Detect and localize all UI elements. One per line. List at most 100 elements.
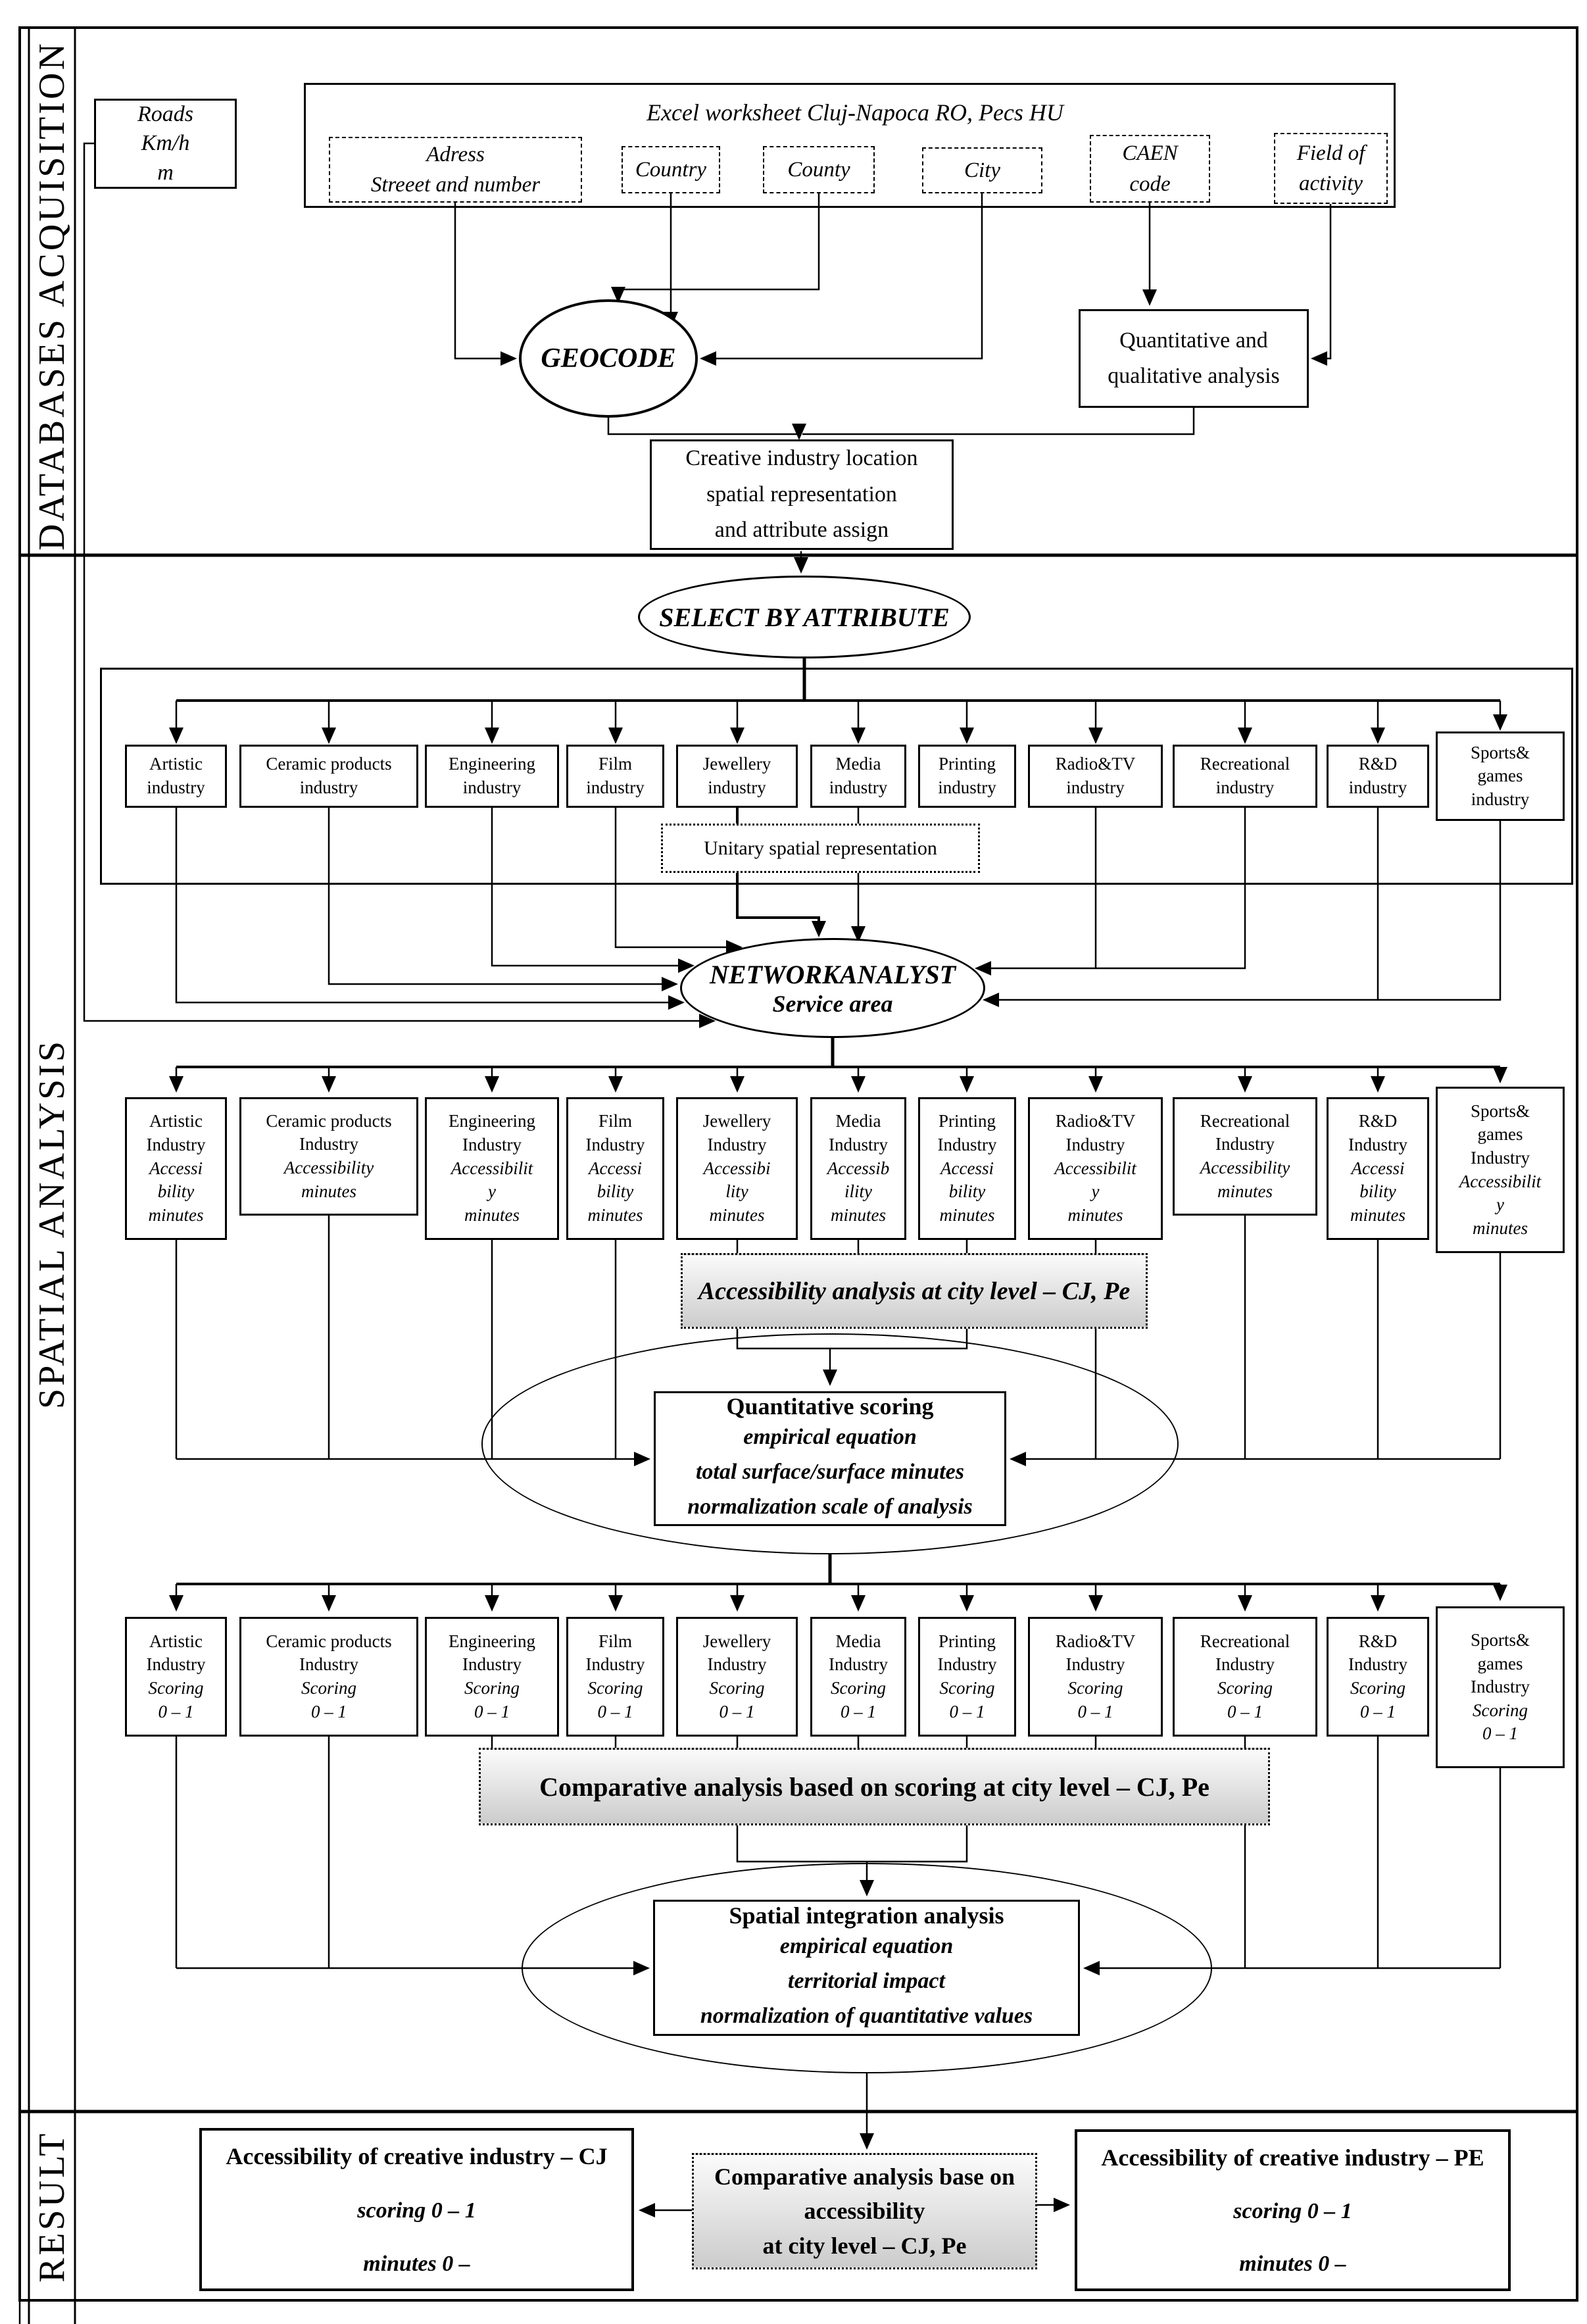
- result-pe-scoring: scoring 0 – 1: [1233, 2199, 1352, 2223]
- row3-film-sub: Scoring 0 – 1: [587, 1678, 643, 1721]
- quantitative-qualitative-box: Quantitative and qualitative analysis: [1079, 309, 1309, 408]
- row1-container: [100, 668, 1573, 885]
- result-pe-minutes: minutes 0 –: [1239, 2252, 1346, 2276]
- row2-artistic-label: Artistic Industry: [146, 1111, 206, 1155]
- row2-media-sub: Accessib ility minutes: [827, 1158, 890, 1225]
- row3-ceramic-label: Ceramic products Industry: [266, 1631, 392, 1675]
- field-caen-code: CAEN code: [1090, 135, 1210, 203]
- select-by-attribute-ellipse: SELECT BY ATTRIBUTE: [638, 576, 971, 658]
- result-pe-title: Accessibility of creative industry – PE: [1101, 2144, 1484, 2171]
- row1-ceramic: Ceramic products industry: [239, 745, 418, 808]
- row1-rd-label: R&D industry: [1348, 754, 1407, 797]
- row3-jewellery-label: Jewellery Industry: [702, 1631, 771, 1675]
- row3-radiotv-sub: Scoring 0 – 1: [1067, 1678, 1123, 1721]
- row2-artistic-sub: Accessi bility minutes: [148, 1158, 204, 1225]
- section-label-spatial-analysis: SPATIAL ANALYSIS: [32, 1038, 72, 1409]
- row3-media-sub: Scoring 0 – 1: [831, 1678, 886, 1721]
- row3-media-label: Media Industry: [829, 1631, 888, 1675]
- row2-radiotv-sub: Accessibilit y minutes: [1054, 1158, 1136, 1225]
- row2-recreational-label: Recreational Industry: [1200, 1110, 1290, 1154]
- row3-jewellery-sub: Scoring 0 – 1: [709, 1678, 765, 1721]
- row2-media-label: Media Industry: [829, 1111, 888, 1155]
- row1-printing: Printing industry: [918, 745, 1016, 808]
- row3-recreational-sub: Scoring 0 – 1: [1217, 1678, 1273, 1721]
- row3-rd-sub: Scoring 0 – 1: [1350, 1678, 1405, 1721]
- row3-rd-label: R&D Industry: [1348, 1631, 1407, 1675]
- row3-film-label: Film Industry: [585, 1631, 645, 1675]
- comparative-scoring-banner: Comparative analysis based on scoring at…: [479, 1748, 1270, 1825]
- row1-sports-label: Sports& games industry: [1470, 742, 1530, 809]
- result-cj-box: Accessibility of creative industry – CJ …: [199, 2128, 634, 2291]
- row3-ceramic-sub: Scoring 0 – 1: [301, 1678, 356, 1721]
- row2-rd-sub: Accessi bility minutes: [1350, 1158, 1405, 1225]
- network-analyst-title: NETWORKANALYST: [709, 959, 956, 989]
- creative-industry-location-box: Creative industry location spatial repre…: [650, 439, 954, 550]
- row2-engineering-sub: Accessibilit y minutes: [451, 1158, 533, 1225]
- row1-rd: R&D industry: [1327, 745, 1429, 808]
- row2-jewellery-sub: Accessibi lity minutes: [703, 1158, 771, 1225]
- accessibility-analysis-banner: Accessibility analysis at city level – C…: [681, 1253, 1148, 1329]
- network-analyst-ellipse: NETWORKANALYST Service area: [680, 938, 985, 1038]
- result-cj-minutes: minutes 0 –: [363, 2252, 470, 2276]
- row3-sports-label: Sports& games Industry: [1470, 1629, 1530, 1697]
- quantitative-scoring-box: Quantitative scoring empirical equation …: [654, 1391, 1006, 1526]
- spatial-integration-title: Spatial integration analysis: [729, 1902, 1004, 1929]
- result-comparative-banner: Comparative analysis base on accessibili…: [692, 2153, 1037, 2269]
- row2-ceramic-label: Ceramic products Industry: [266, 1110, 392, 1154]
- row1-jewellery-label: Jewellery industry: [702, 754, 771, 797]
- row1-media-label: Media industry: [829, 754, 888, 797]
- row1-radiotv-label: Radio&TV industry: [1055, 754, 1136, 797]
- excel-worksheet-header: Excel worksheet Cluj-Napoca RO, Pecs HU: [647, 99, 1063, 126]
- row3-engineering-sub: Scoring 0 – 1: [464, 1678, 520, 1721]
- quantitative-scoring-lines: empirical equation total surface/surface…: [687, 1425, 973, 1519]
- row2-printing-label: Printing Industry: [937, 1111, 997, 1155]
- quantitative-scoring-title: Quantitative scoring: [726, 1393, 934, 1420]
- row3-artistic-sub: Scoring 0 – 1: [148, 1678, 204, 1721]
- section-label-databases-acquisition: DATABASES ACQUISITION: [32, 41, 72, 551]
- row3-artistic-label: Artistic Industry: [146, 1631, 206, 1675]
- unitary-spatial-representation-box: Unitary spatial representation: [661, 824, 980, 873]
- row2-rd-label: R&D Industry: [1348, 1111, 1407, 1155]
- row1-recreational-label: Recreational industry: [1200, 754, 1290, 797]
- row1-engineering: Engineering industry: [425, 745, 559, 808]
- row1-sports: Sports& games industry: [1436, 731, 1565, 821]
- row1-ceramic-label: Ceramic products industry: [266, 754, 392, 797]
- field-country: Country: [622, 146, 720, 193]
- row2-jewellery-label: Jewellery Industry: [702, 1111, 771, 1155]
- roads-box: Roads Km/h m: [94, 99, 237, 189]
- field-city: City: [922, 147, 1042, 193]
- row1-film-label: Film industry: [586, 754, 645, 797]
- excel-worksheet-container: [304, 83, 1396, 208]
- row3-recreational-label: Recreational Industry: [1200, 1631, 1290, 1675]
- row1-recreational: Recreational industry: [1173, 745, 1317, 808]
- row2-film-label: Film Industry: [585, 1111, 645, 1155]
- row2-sports-label: Sports& games Industry: [1470, 1100, 1530, 1168]
- row3-printing-label: Printing Industry: [937, 1631, 997, 1675]
- row2-film-sub: Accessi bility minutes: [587, 1158, 643, 1225]
- row1-artistic: Artistic industry: [125, 745, 227, 808]
- result-cj-title: Accessibility of creative industry – CJ: [226, 2143, 608, 2169]
- scoring-ellipse: [481, 1333, 1179, 1554]
- geocode-ellipse: GEOCODE: [519, 299, 698, 418]
- row1-printing-label: Printing industry: [938, 754, 996, 797]
- section-label-result: RESULT: [32, 2131, 72, 2283]
